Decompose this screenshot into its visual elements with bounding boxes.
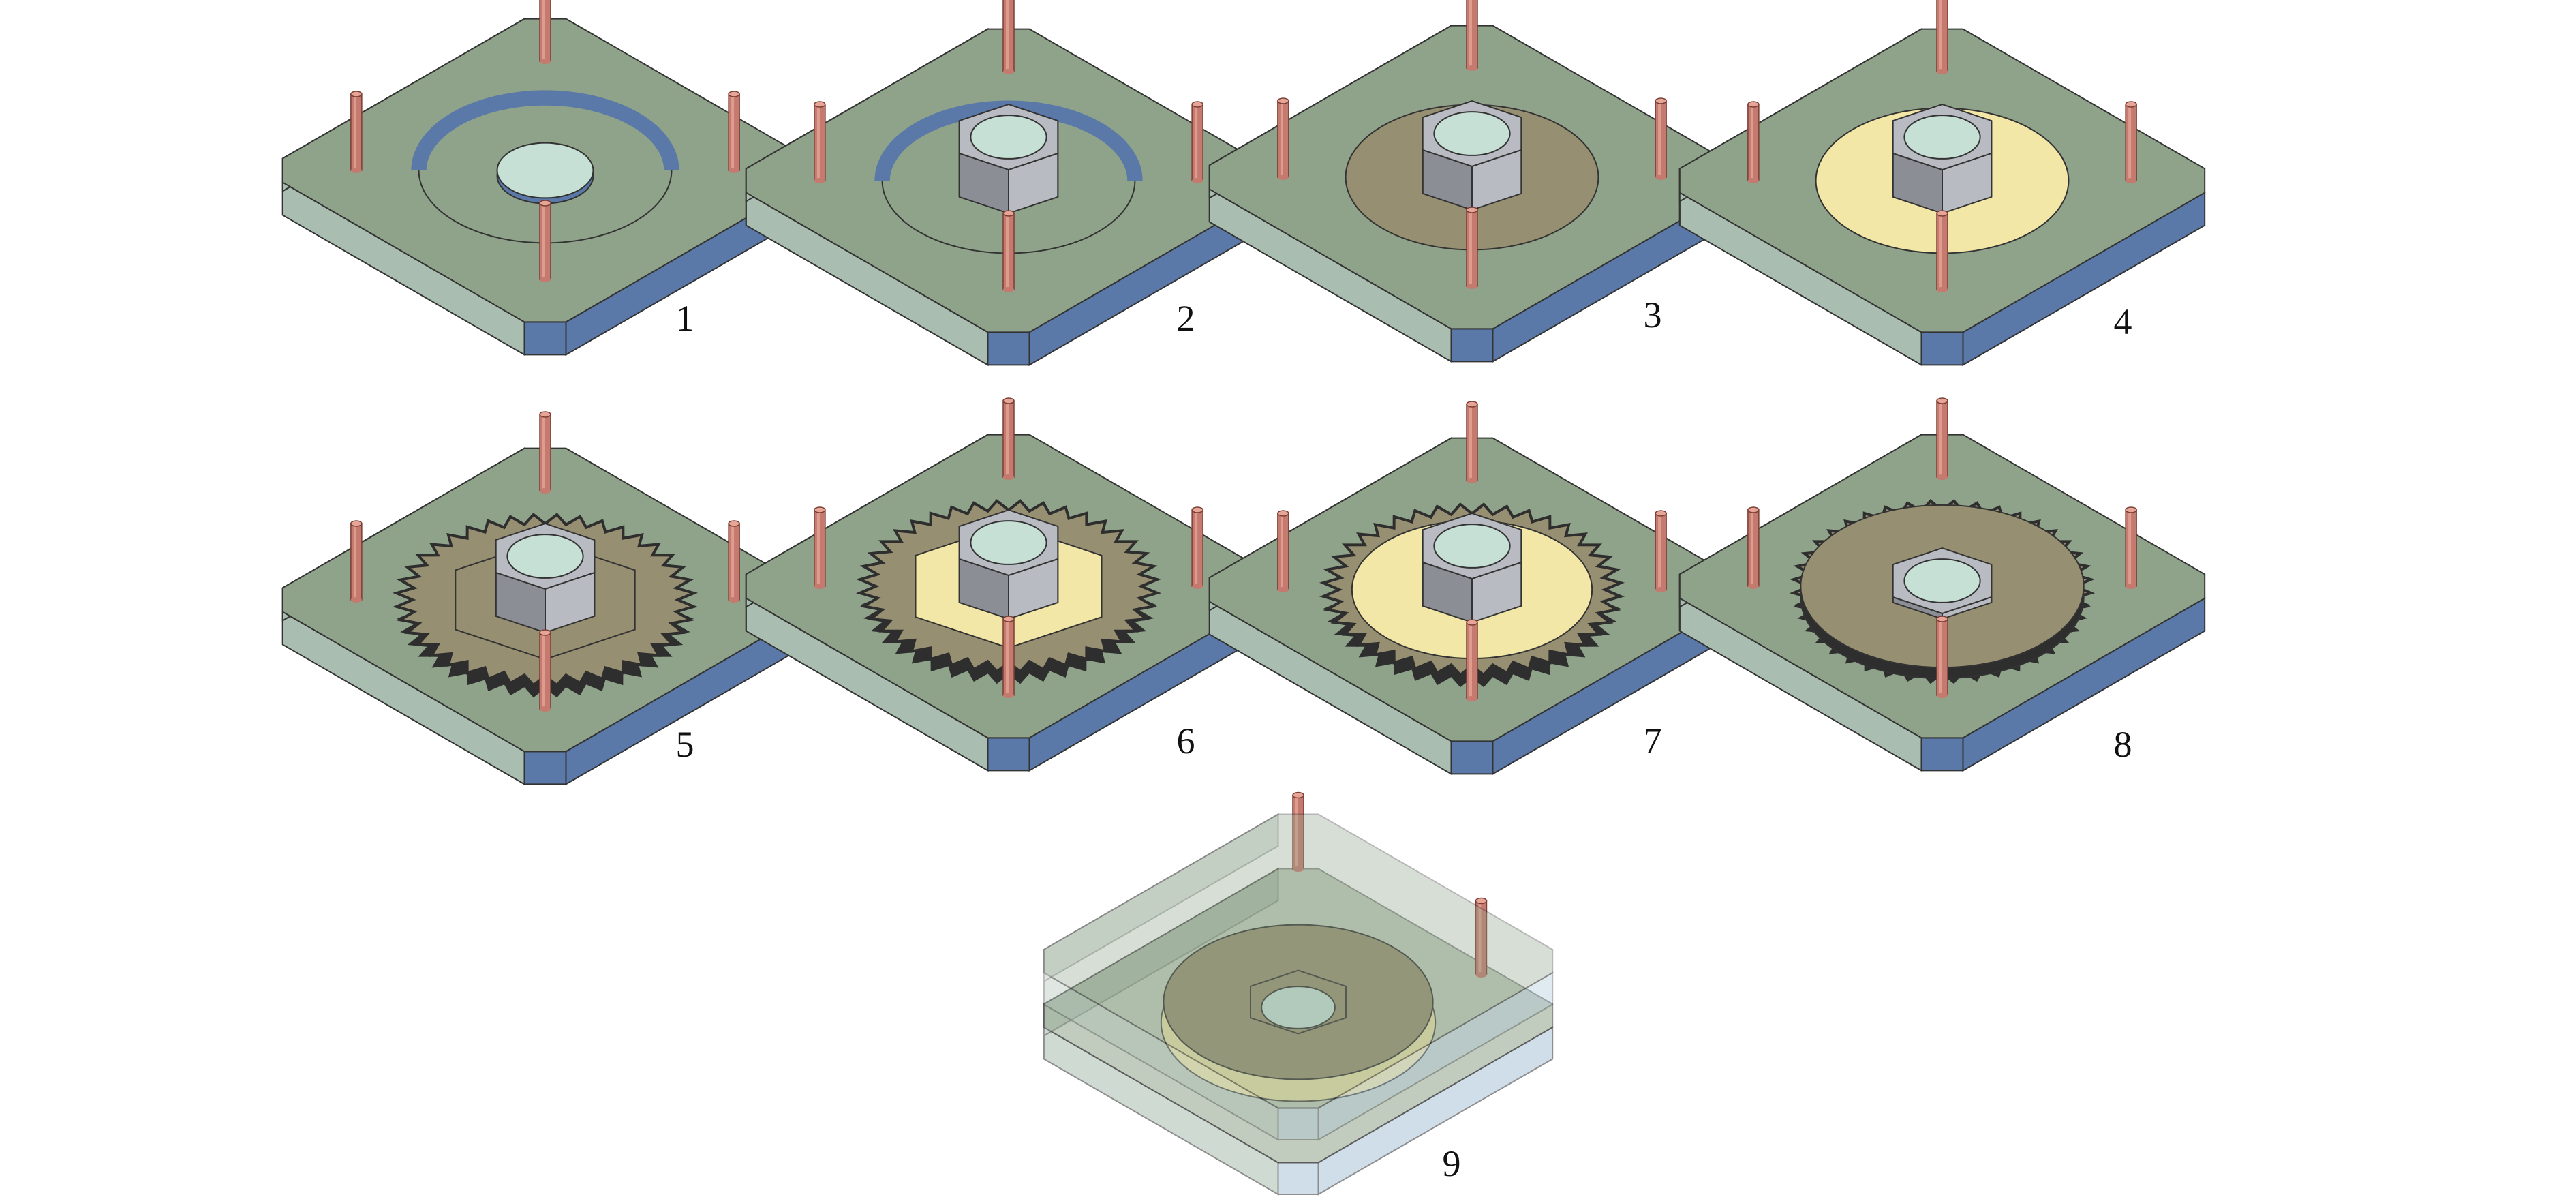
guide-pin <box>1475 897 1488 978</box>
guide-pin <box>1466 619 1478 701</box>
guide-pin <box>1191 506 1203 589</box>
guide-pin <box>2125 506 2137 589</box>
hex-insert-sides <box>1892 121 1993 215</box>
guide-pin <box>1655 510 1667 592</box>
guide-pin <box>1747 506 1760 589</box>
plate-sides <box>1043 813 1554 1141</box>
guide-pin <box>1466 207 1478 289</box>
plate-top <box>1043 813 1554 1109</box>
step-5-diagram <box>281 411 809 786</box>
guide-pin <box>350 91 363 173</box>
step-label-7: 7 <box>1644 721 1662 761</box>
guide-pin <box>2125 101 2137 183</box>
step-label-4: 4 <box>2114 301 2132 342</box>
step-label-1: 1 <box>676 298 694 339</box>
step-9-diagram <box>1043 791 1554 1196</box>
step-label-5: 5 <box>676 724 694 765</box>
guide-pin <box>1655 97 1667 180</box>
guide-pin <box>1292 791 1304 872</box>
guide-pin <box>814 506 826 589</box>
guide-pin <box>1747 101 1760 183</box>
guide-pin <box>1277 510 1289 592</box>
step-label-8: 8 <box>2114 724 2132 765</box>
step-label-2: 2 <box>1177 298 1195 339</box>
guide-pin <box>1466 401 1478 483</box>
hex-insert-hole <box>1433 111 1511 156</box>
core-pin <box>496 142 594 199</box>
inner-hole <box>1261 986 1336 1029</box>
guide-pin <box>1936 0 1948 74</box>
guide-pin <box>350 520 363 603</box>
guide-pin <box>539 0 551 64</box>
step-7-diagram <box>1208 401 1736 776</box>
guide-pin <box>1936 397 1948 480</box>
guide-pin <box>1936 210 1948 292</box>
guide-pin <box>1002 210 1015 292</box>
guide-pin <box>1002 616 1015 698</box>
guide-pin <box>1277 97 1289 180</box>
hex-insert-hole <box>506 534 584 579</box>
guide-pin <box>814 101 826 183</box>
guide-pin <box>539 629 551 712</box>
hex-insert-hole <box>1903 558 1981 603</box>
hex-insert-hole <box>970 115 1047 160</box>
step-8-diagram <box>1678 397 2206 772</box>
step-6-diagram <box>745 397 1272 772</box>
hex-insert-hole <box>1903 115 1981 160</box>
guide-pin <box>1191 101 1203 183</box>
step-label-3: 3 <box>1644 294 1662 335</box>
step-3-diagram <box>1208 0 1736 363</box>
guide-pin <box>1002 0 1015 74</box>
guide-pin <box>1002 397 1015 480</box>
step-2-diagram <box>745 0 1272 367</box>
step-4-diagram <box>1678 0 2206 367</box>
guide-pin <box>1936 616 1948 698</box>
guide-pin <box>539 200 551 282</box>
recess-wall <box>411 90 679 171</box>
guide-pin <box>539 411 551 494</box>
hex-insert-hole <box>970 520 1047 565</box>
step-1-diagram <box>281 0 809 357</box>
guide-pin <box>728 520 740 603</box>
step-label-6: 6 <box>1177 721 1195 761</box>
guide-pin <box>1466 0 1478 71</box>
step-label-9: 9 <box>1443 1143 1461 1184</box>
guide-pin <box>728 91 740 173</box>
hex-insert-hole <box>1433 524 1511 569</box>
